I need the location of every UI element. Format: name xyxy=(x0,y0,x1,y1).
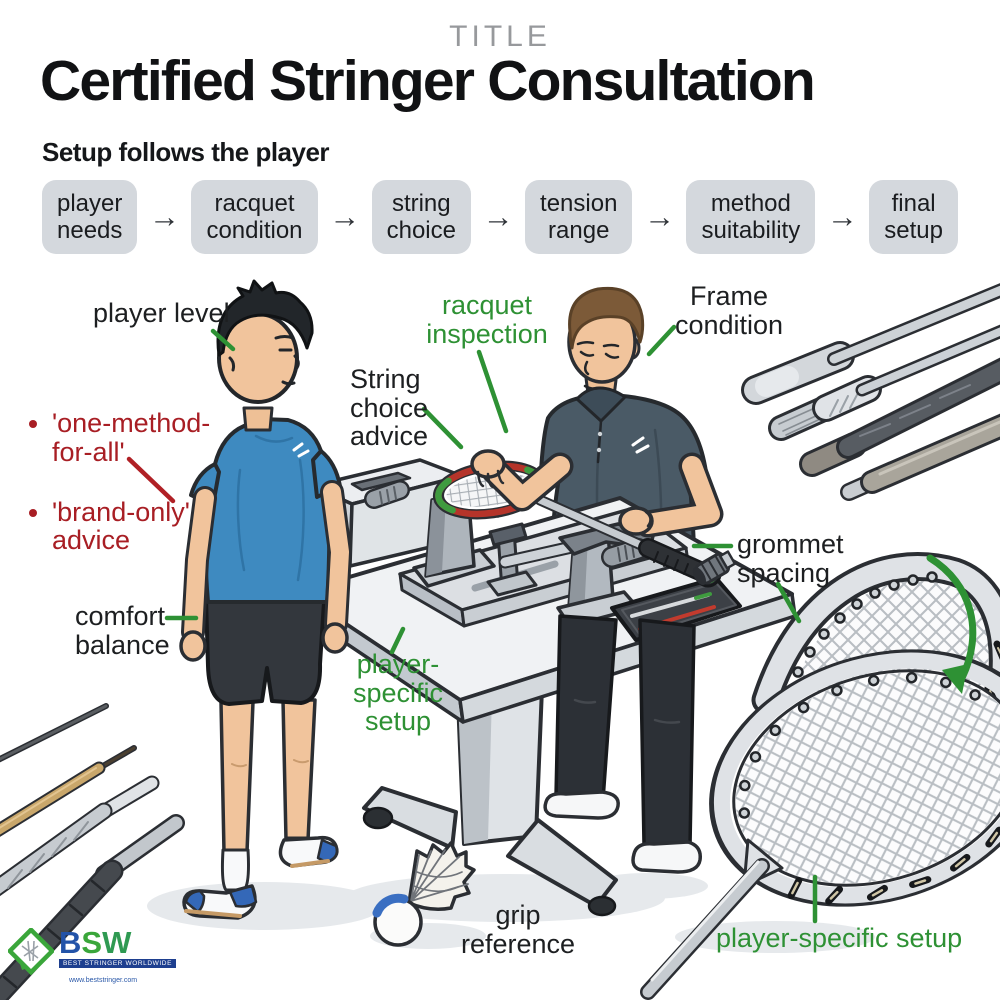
kicker-text: TITLE xyxy=(449,20,551,53)
label-racquet-inspection: racquet inspection xyxy=(426,290,548,349)
bsw-logo: BSW BEST STRINGER WORLDWIDE www.beststri… xyxy=(8,925,177,985)
flow-step-tension-range: tension range xyxy=(525,180,633,255)
avoid-item: 'one-method-for-all' xyxy=(52,409,233,466)
arrow-right-icon: → xyxy=(329,199,361,235)
bsw-logo-url: www.beststringer.com xyxy=(69,977,138,985)
racquet-closeup xyxy=(640,552,1000,1000)
label-player-specific-setup: player-specific setup xyxy=(716,923,963,953)
grommet-piece xyxy=(692,550,737,586)
arrow-right-icon: → xyxy=(643,199,675,235)
flow-step-method-suitability: method suitability xyxy=(686,180,816,255)
flow-step-racquet-condition: racquet condition xyxy=(191,180,318,255)
page-subtitle: Setup follows the player xyxy=(42,137,330,167)
avoid-advice-list: 'one-method-for-all' 'brand-only' advice xyxy=(28,381,233,586)
player-figure xyxy=(179,279,352,920)
string-samples-top-right xyxy=(741,283,1000,501)
leader-lines xyxy=(126,324,818,924)
label-grommet-spacing: grommet spacing xyxy=(737,529,844,588)
arrow-right-icon: → xyxy=(148,199,180,235)
stringer-legs xyxy=(543,614,702,874)
red-leader-line xyxy=(126,456,176,504)
flow-step-final-setup: final setup xyxy=(869,180,958,255)
stringer-hair xyxy=(568,286,645,350)
label-player-specific-setup: player- specific setup xyxy=(352,649,444,737)
grommet-holes xyxy=(738,671,981,819)
grommet-slots xyxy=(787,826,1000,905)
rotation-arrow-icon xyxy=(926,554,977,682)
arrow-right-icon: → xyxy=(826,199,858,235)
shirt-brand-mark xyxy=(292,442,310,458)
avoid-item: 'brand-only' advice xyxy=(52,497,233,555)
page-title: Certified Stringer Consultation xyxy=(40,49,816,113)
arrow-right-icon: → xyxy=(482,199,514,235)
grommet-holes xyxy=(792,571,938,678)
process-flow: player needs → racquet condition → strin… xyxy=(42,180,958,255)
bsw-logo-tagline: BEST STRINGER WORLDWIDE xyxy=(59,959,177,969)
flow-step-player-needs: player needs xyxy=(42,180,138,255)
polo-brand-mark xyxy=(631,436,650,454)
label-grip-reference: grip reference xyxy=(460,900,576,959)
shuttlecock xyxy=(372,841,476,947)
flow-step-string-choice: string choice xyxy=(371,180,471,255)
label-frame-condition: Frame condition xyxy=(674,281,784,340)
player-hair xyxy=(216,279,314,357)
bsw-logo-letters: BSW xyxy=(59,925,132,960)
label-player-level: player level xyxy=(93,298,230,328)
stringer-face xyxy=(576,340,620,390)
label-string-choice-advice: String choice advice xyxy=(350,364,429,452)
player-face xyxy=(228,335,300,386)
label-avoid-advice: 'one-method-for-all' 'brand-only' advice xyxy=(28,352,233,614)
stringer-arms xyxy=(470,449,724,538)
bsw-logo-icon xyxy=(8,928,54,976)
string-samples-bottom-left xyxy=(0,703,185,1000)
label-comfort-balance: comfort balance xyxy=(75,601,170,660)
